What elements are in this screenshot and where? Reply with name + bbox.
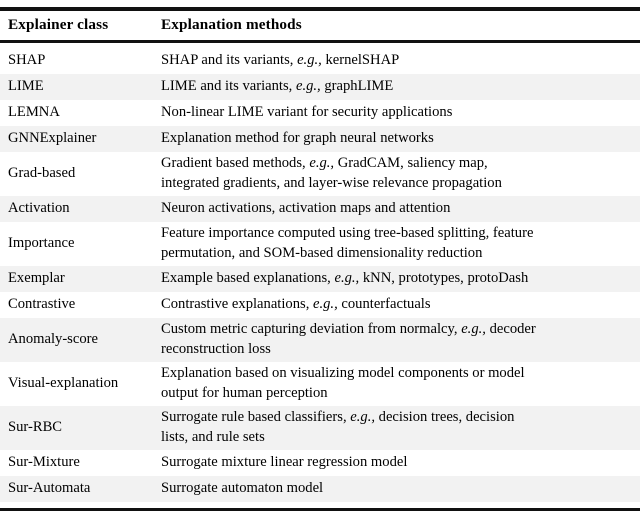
method-text-post: graphLIME	[324, 77, 394, 94]
method-text-post: kNN, prototypes, protoDash	[362, 269, 529, 286]
method-text-pre: Non-linear LIME variant for security app…	[161, 103, 453, 120]
cell-explainer-class: Grad-based	[0, 151, 155, 196]
table-row: Exemplar Example based explanations, e.g.…	[0, 265, 640, 292]
cell-explanation-methods: Non-linear LIME variant for security app…	[155, 99, 640, 126]
method-line: LIME and its variants, e.g., graphLIME	[161, 77, 634, 96]
method-line: output for human perception	[161, 384, 328, 401]
column-header-explanation-methods: Explanation methods	[161, 15, 302, 33]
method-line: Example based explanations, e.g., kNN, p…	[161, 269, 634, 288]
method-line: permutation, and SOM-based dimensionalit…	[161, 244, 483, 261]
method-text-post: decision trees, decision	[378, 409, 515, 426]
table-row: LEMNA Non-linear LIME variant for securit…	[0, 99, 640, 126]
method-line: Non-linear LIME variant for security app…	[161, 103, 634, 122]
table-row: Grad-based Gradient based methods, e.g., …	[0, 151, 640, 196]
method-line: Explanation method for graph neural netw…	[161, 129, 634, 148]
table-row: Sur-Automata Surrogate automaton model	[0, 475, 640, 502]
method-text-pre: LIME and its variants,	[161, 77, 293, 94]
method-eg-italic: e.g.,	[313, 295, 338, 312]
table-body: SHAP SHAP and its variants, e.g., kernelS…	[0, 47, 640, 502]
table-row: Contrastive Contrastive explanations, e.g…	[0, 291, 640, 318]
cell-explainer-class: Contrastive	[0, 291, 155, 318]
cell-explanation-methods: Example based explanations, e.g., kNN, p…	[155, 265, 640, 292]
cell-explainer-class: LEMNA	[0, 99, 155, 126]
method-text-pre: Explanation method for graph neural netw…	[161, 129, 434, 146]
method-text-pre: Explanation based on visualizing model c…	[161, 365, 525, 382]
cell-explanation-methods: Contrastive explanations, e.g., counterf…	[155, 291, 640, 318]
cell-explainer-class: LIME	[0, 73, 155, 100]
method-text-pre: SHAP and its variants,	[161, 51, 294, 68]
method-line: SHAP and its variants, e.g., kernelSHAP	[161, 51, 634, 70]
method-text-pre: Custom metric capturing deviation from n…	[161, 321, 458, 338]
table-row: LIME LIME and its variants, e.g., graphLI…	[0, 73, 640, 100]
table-header-rule	[0, 39, 640, 43]
method-text-post: counterfactuals	[341, 295, 431, 312]
top-margin	[0, 0, 640, 7]
method-line: integrated gradients, and layer-wise rel…	[161, 174, 502, 191]
method-text-pre: Gradient based methods,	[161, 155, 306, 172]
cell-explanation-methods: Neuron activations, activation maps and …	[155, 195, 640, 222]
table-row: Sur-RBC Surrogate rule based classifiers,…	[0, 405, 640, 450]
method-eg-italic: e.g.,	[461, 321, 486, 338]
cell-explanation-methods: Explanation based on visualizing model c…	[155, 361, 640, 406]
method-eg-italic: e.g.,	[309, 155, 335, 172]
cell-explanation-methods: Surrogate mixture linear regression mode…	[155, 449, 640, 476]
cell-explainer-class: Sur-Mixture	[0, 449, 155, 476]
table-row: Sur-Mixture Surrogate mixture linear regr…	[0, 449, 640, 476]
method-text-pre: Surrogate automaton model	[161, 479, 324, 496]
table-row: Anomaly-score Custom metric capturing dev…	[0, 317, 640, 362]
cell-explainer-class: Sur-Automata	[0, 475, 155, 502]
cell-explanation-methods: LIME and its variants, e.g., graphLIME	[155, 73, 640, 100]
cell-explanation-methods: Custom metric capturing deviation from n…	[155, 317, 640, 362]
table-row: GNNExplainer Explanation method for graph…	[0, 125, 640, 152]
method-eg-italic: e.g.,	[350, 409, 375, 426]
cell-explanation-methods: Gradient based methods, e.g., GradCAM, s…	[155, 151, 640, 196]
method-text-post: decoder	[489, 321, 536, 338]
method-eg-italic: e.g.,	[297, 51, 322, 68]
method-text-pre: Neuron activations, activation maps and …	[161, 199, 451, 216]
cell-explainer-class: Activation	[0, 195, 155, 222]
cell-explanation-methods: Explanation method for graph neural netw…	[155, 125, 640, 152]
table-row: SHAP SHAP and its variants, e.g., kernelS…	[0, 47, 640, 74]
table-row: Activation Neuron activations, activation…	[0, 195, 640, 222]
method-eg-italic: e.g.,	[334, 269, 360, 286]
method-text-post: kernelSHAP	[325, 51, 400, 68]
explainer-methods-body: SHAP SHAP and its variants, e.g., kernelS…	[0, 47, 640, 502]
method-line: Feature importance computed using tree-b…	[161, 224, 634, 243]
cell-explainer-class: GNNExplainer	[0, 125, 155, 152]
method-text-pre: Feature importance computed using tree-b…	[161, 225, 534, 242]
method-line: Contrastive explanations, e.g., counterf…	[161, 295, 634, 314]
method-eg-italic: e.g.,	[295, 77, 321, 94]
cell-explainer-class: Exemplar	[0, 265, 155, 292]
method-text-pre: Surrogate mixture linear regression mode…	[161, 453, 408, 470]
cell-explainer-class: Anomaly-score	[0, 317, 155, 362]
method-line: lists, and rule sets	[161, 428, 265, 445]
method-text-pre: Contrastive explanations,	[161, 295, 310, 312]
method-line: Surrogate automaton model	[161, 479, 634, 498]
table-row: Importance Feature importance computed us…	[0, 221, 640, 266]
method-line: Custom metric capturing deviation from n…	[161, 320, 634, 339]
method-line: Surrogate rule based classifiers, e.g., …	[161, 408, 634, 427]
cell-explanation-methods: SHAP and its variants, e.g., kernelSHAP	[155, 47, 640, 74]
method-line: Neuron activations, activation maps and …	[161, 199, 634, 218]
cell-explanation-methods: Surrogate rule based classifiers, e.g., …	[155, 405, 640, 450]
cell-explanation-methods: Feature importance computed using tree-b…	[155, 221, 640, 266]
table-header: Explainer class Explanation methods	[0, 11, 640, 40]
header-row: Explainer class Explanation methods	[0, 11, 640, 40]
method-line: Explanation based on visualizing model c…	[161, 364, 634, 383]
cell-explainer-class: Sur-RBC	[0, 405, 155, 450]
method-text-post: GradCAM, saliency map,	[337, 155, 488, 172]
method-text-pre: Example based explanations,	[161, 269, 331, 286]
explainer-methods-table: Explainer class Explanation methods	[0, 11, 640, 40]
method-line: reconstruction loss	[161, 340, 271, 357]
cell-explainer-class: Importance	[0, 221, 155, 266]
column-header-explainer-class: Explainer class	[8, 15, 109, 33]
method-line: Gradient based methods, e.g., GradCAM, s…	[161, 154, 634, 173]
method-line: Surrogate mixture linear regression mode…	[161, 453, 634, 472]
table-top-rule	[0, 7, 640, 11]
cell-explanation-methods: Surrogate automaton model	[155, 475, 640, 502]
table-row: Visual-explanation Explanation based on v…	[0, 361, 640, 406]
method-text-pre: Surrogate rule based classifiers,	[161, 409, 347, 426]
cell-explainer-class: SHAP	[0, 47, 155, 74]
cell-explainer-class: Visual-explanation	[0, 361, 155, 406]
